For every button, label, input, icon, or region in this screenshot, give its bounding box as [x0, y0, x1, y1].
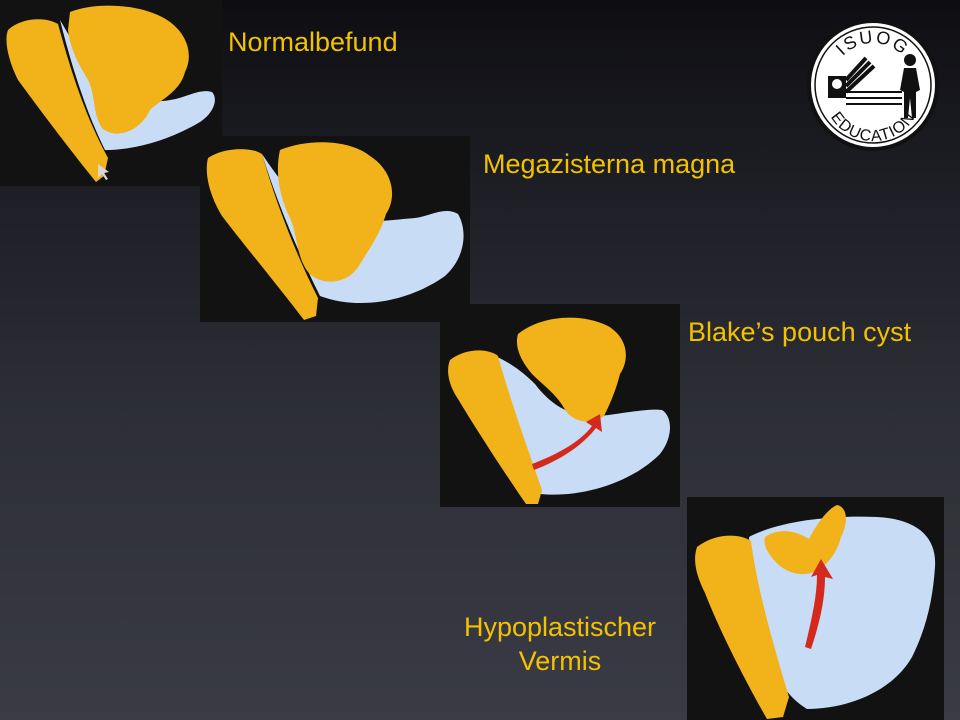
megacisterna-illustration — [200, 136, 470, 322]
isuog-education-logo-icon: ISUOG EDUCATION — [807, 19, 939, 151]
brainstem — [6, 19, 108, 183]
cerebellum — [277, 142, 393, 282]
label-normal: Normalbefund — [228, 27, 398, 57]
diagram-panel-blake — [440, 304, 680, 507]
diagram-panel-megacisterna — [200, 136, 470, 322]
label-megacisterna: Megazisterna magna — [483, 149, 736, 179]
normal-anatomy-illustration — [0, 0, 222, 186]
hypoplastic-vermis-illustration — [687, 497, 944, 720]
label-hypoplastic-line1: Hypoplastischer — [463, 612, 657, 642]
label-blake: Blake’s pouch cyst — [688, 317, 912, 347]
figure-head — [904, 54, 916, 66]
label-hypoplastic-line2: Vermis — [518, 646, 602, 676]
cerebellum — [764, 505, 846, 575]
label-hypoplastic: Hypoplastischer Vermis — [440, 610, 680, 678]
upward-arrow-icon — [805, 559, 833, 649]
diagram-panel-hypoplastic — [687, 497, 944, 720]
brainstem — [695, 535, 789, 719]
cerebellum — [68, 5, 189, 134]
csf-space — [495, 356, 670, 495]
blake-pouch-illustration — [440, 304, 680, 507]
isuog-education-logo: ISUOG EDUCATION — [806, 18, 940, 152]
brainstem — [448, 350, 542, 504]
cursor-arrow-icon — [98, 164, 109, 180]
figure-body — [900, 68, 920, 118]
cerebellum — [516, 317, 626, 422]
diagram-panel-normal — [0, 0, 222, 186]
brainstem — [206, 149, 318, 320]
upward-arrow-icon — [532, 414, 602, 470]
